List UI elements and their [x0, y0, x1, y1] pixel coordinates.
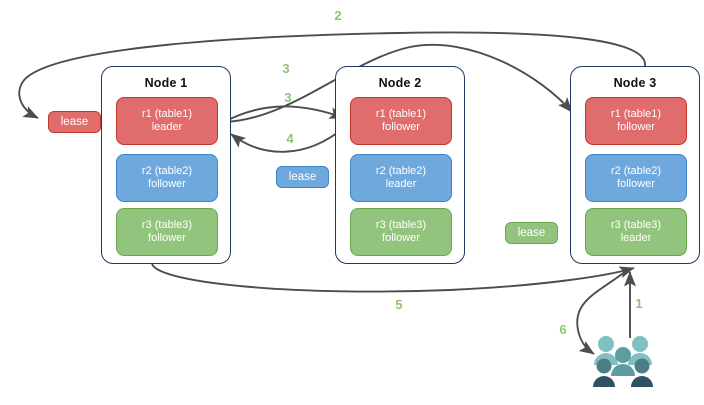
edge-label-5: 5: [395, 297, 403, 312]
replica-name: r1 (table1): [141, 107, 193, 120]
replica-role: follower: [148, 178, 186, 190]
edge-5-path: [151, 263, 635, 293]
edge-3-lower-path: [223, 105, 345, 123]
lease-badge-blue[interactable]: lease: [276, 166, 329, 188]
lease-badge-red[interactable]: lease: [48, 111, 101, 133]
replica-role: follower: [617, 178, 655, 190]
edge-label-4: 4: [286, 131, 294, 146]
node-container-2[interactable]: Node 2 r1 (table1) follower r2 (table2) …: [335, 66, 465, 264]
replica-r3-node2[interactable]: r3 (table3) follower: [350, 208, 452, 256]
node-title: Node 2: [378, 76, 422, 90]
replica-r3-node1[interactable]: r3 (table3) follower: [116, 208, 218, 256]
replica-role: follower: [382, 232, 420, 244]
replica-role: leader: [385, 178, 417, 190]
node-title: Node 3: [613, 76, 657, 90]
replica-role: follower: [382, 121, 420, 133]
node-title: Node 1: [144, 76, 188, 90]
node-container-1[interactable]: Node 1 r1 (table1) leader r2 (table2) fo…: [101, 66, 231, 264]
edge-label-2: 2: [334, 8, 342, 23]
replica-r1-node1[interactable]: r1 (table1) leader: [116, 97, 218, 145]
lease-label: lease: [517, 227, 546, 239]
replica-name: r1 (table1): [610, 107, 662, 120]
edge-label-6: 6: [559, 322, 567, 337]
people-icon: [593, 336, 653, 387]
replica-role: leader: [620, 232, 652, 244]
replica-name: r2 (table2): [141, 164, 193, 177]
replica-role: leader: [151, 121, 183, 133]
node-container-3[interactable]: Node 3 r1 (table1) follower r2 (table2) …: [570, 66, 700, 264]
replica-name: r2 (table2): [610, 164, 662, 177]
replica-r2-node3[interactable]: r2 (table2) follower: [585, 154, 687, 202]
replica-name: r3 (table3): [375, 218, 427, 231]
replica-r1-node3[interactable]: r1 (table1) follower: [585, 97, 687, 145]
replica-name: r3 (table3): [610, 218, 662, 231]
replica-role: follower: [148, 232, 186, 244]
replica-r2-node1[interactable]: r2 (table2) follower: [116, 154, 218, 202]
lease-label: lease: [288, 171, 317, 183]
replica-name: r2 (table2): [375, 164, 427, 177]
replica-name: r3 (table3): [141, 218, 193, 231]
edge-label-3-upper: 3: [282, 61, 290, 76]
lease-label: lease: [60, 116, 89, 128]
replica-r2-node2[interactable]: r2 (table2) leader: [350, 154, 452, 202]
replica-r1-node2[interactable]: r1 (table1) follower: [350, 97, 452, 145]
replica-r3-node3[interactable]: r3 (table3) leader: [585, 208, 687, 256]
replica-name: r1 (table1): [375, 107, 427, 120]
lease-badge-green[interactable]: lease: [505, 222, 558, 244]
replica-role: follower: [617, 121, 655, 133]
edge-label-1: 1: [635, 296, 643, 311]
edge-label-3-lower: 3: [284, 90, 292, 105]
